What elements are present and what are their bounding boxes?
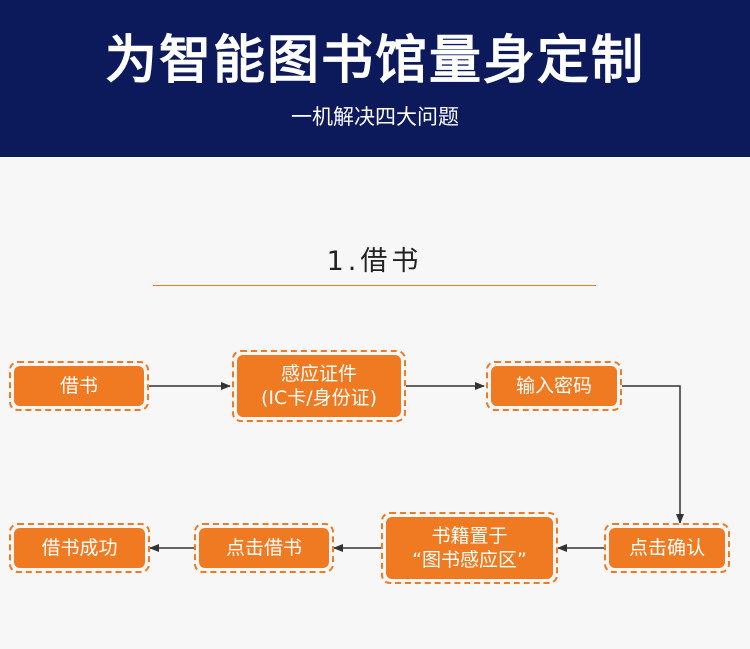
step-place-book: 书籍置于 “图书感应区”: [381, 512, 558, 584]
step-enter-password: 输入密码: [486, 361, 622, 411]
page-subtitle: 一机解决四大问题: [291, 105, 459, 129]
step-sense-card-line2: (IC卡/身份证): [260, 387, 378, 409]
step-borrow: 借书: [9, 361, 149, 411]
section-divider: [153, 285, 596, 286]
step-sense-card-line1: 感应证件: [280, 363, 357, 385]
step-borrow-label: 借书: [59, 375, 98, 397]
page-title: 为智能图书馆量身定制: [104, 31, 645, 91]
step-enter-password-label: 输入密码: [515, 375, 592, 397]
step-sense-card: 感应证件 (IC卡/身份证): [232, 350, 406, 422]
step-place-book-line2: “图书感应区”: [412, 549, 527, 571]
step-place-book-line1: 书籍置于: [431, 525, 508, 547]
step-borrow-success-label: 借书成功: [41, 537, 118, 559]
section-title: 1.借书: [326, 246, 423, 277]
step-click-borrow: 点击借书: [194, 523, 334, 573]
step-confirm: 点击确认: [604, 523, 730, 573]
header-banner: 为智能图书馆量身定制 一机解决四大问题: [0, 0, 750, 157]
arrow-password-to-confirm: [622, 385, 684, 524]
step-click-borrow-label: 点击借书: [225, 537, 302, 559]
step-confirm-label: 点击确认: [628, 537, 705, 559]
step-borrow-success: 借书成功: [9, 523, 150, 573]
